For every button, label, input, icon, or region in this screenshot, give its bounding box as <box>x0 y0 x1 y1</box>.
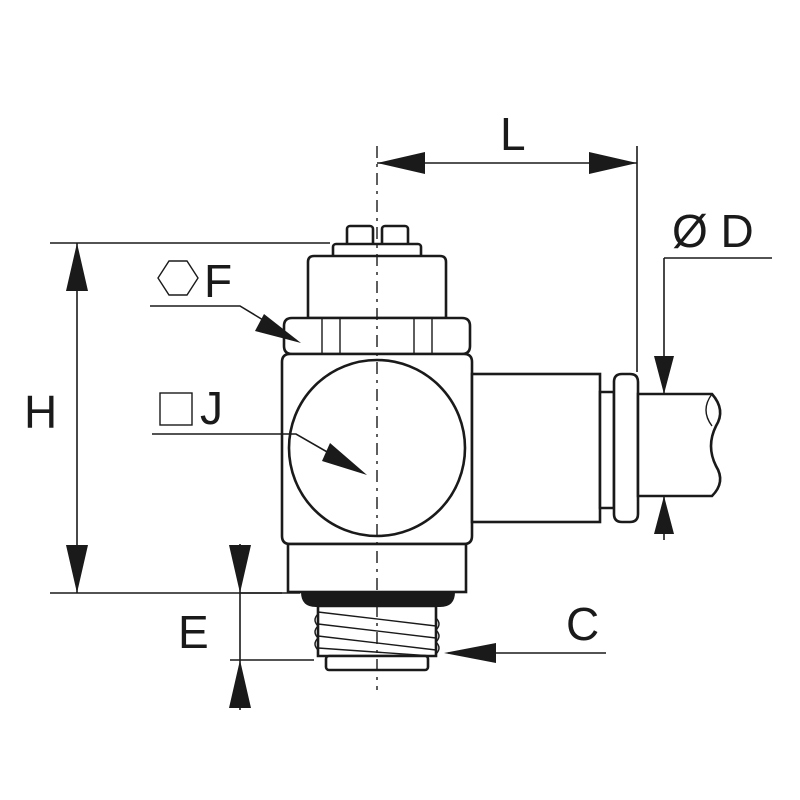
square-icon <box>159 392 193 426</box>
label-diameter-d: Ø D <box>672 205 754 257</box>
dimension-e: E <box>178 544 314 710</box>
hexagon-icon <box>157 260 199 296</box>
dimension-c: C <box>444 598 606 663</box>
label-e: E <box>178 606 209 658</box>
dimension-d: Ø D <box>654 205 772 540</box>
fitting-body <box>280 224 722 672</box>
label-h: H <box>24 386 57 438</box>
label-l: L <box>500 108 526 160</box>
dimension-j: J <box>152 382 367 475</box>
label-j: J <box>200 382 223 434</box>
dimension-l: L <box>377 108 638 372</box>
label-f: F <box>204 255 232 307</box>
dimension-f: F <box>150 255 301 343</box>
dimension-h: H <box>24 242 330 594</box>
label-c: C <box>566 598 599 650</box>
